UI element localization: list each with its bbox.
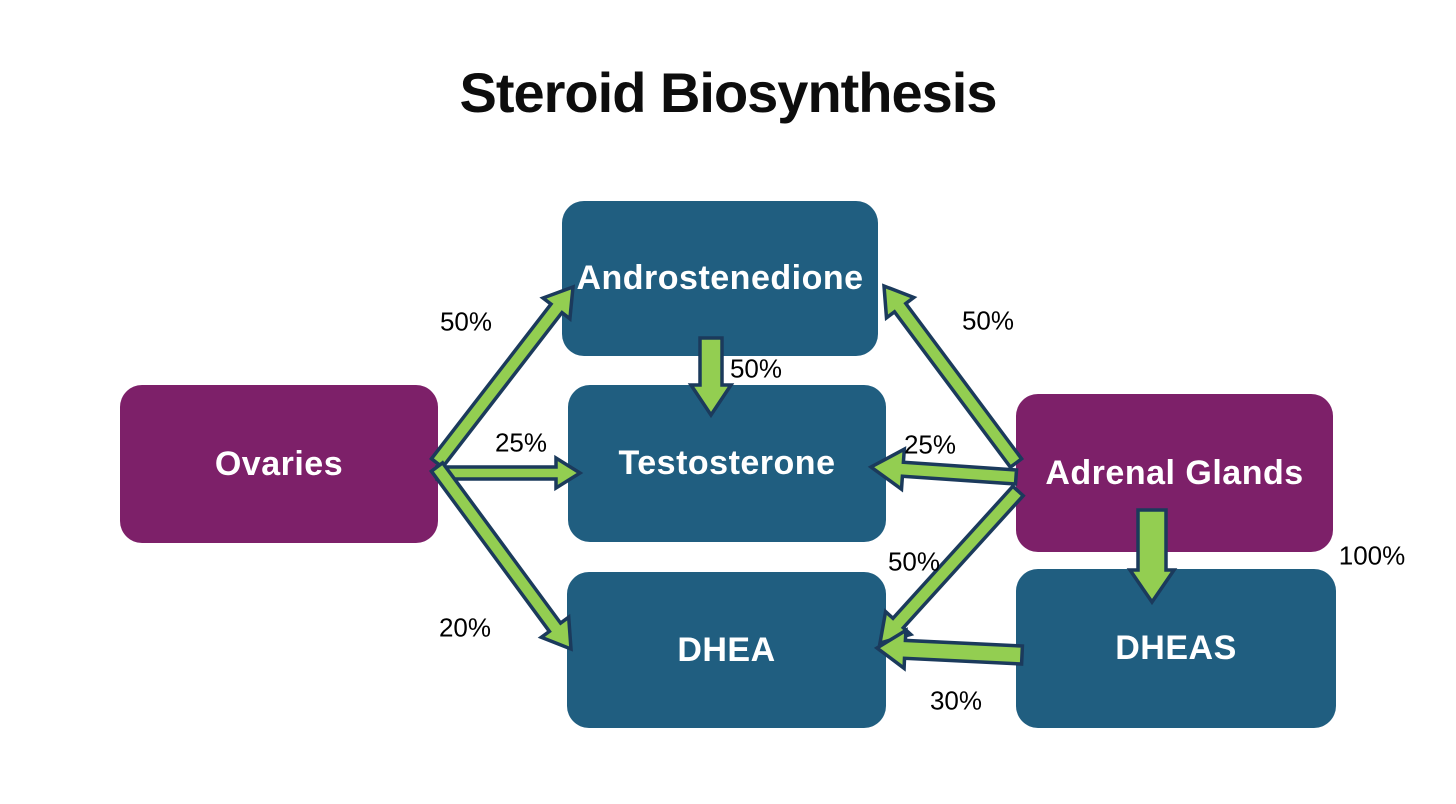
node-adrenal-glands-label: Adrenal Glands (1045, 453, 1304, 492)
label-ovaries-to-dhea: 20% (438, 612, 492, 643)
node-androstenedione: Androstenedione (562, 201, 878, 356)
arrow-dheas-to-dhea (873, 627, 1025, 672)
arrow-ovaries-to-testosterone (435, 454, 584, 492)
node-androstenedione-label: Androstenedione (576, 259, 864, 297)
node-ovaries-label: Ovaries (214, 444, 344, 483)
node-testosterone-label: Testosterone (618, 444, 836, 482)
diagram-title: Steroid Biosynthesis (459, 61, 997, 124)
label-ovaries-to-testosterone: 25% (494, 427, 548, 458)
node-testosterone: Testosterone (568, 385, 886, 542)
label-adrenal-to-testosterone: 25% (903, 429, 957, 460)
label-androstenedione-to-testosterone: 50% (729, 353, 783, 384)
label-adrenal-to-dhea: 50% (887, 546, 941, 577)
node-dheas: DHEAS (1016, 569, 1336, 728)
label-dheas-to-dhea: 30% (929, 685, 983, 716)
label-ovaries-to-androstenedione: 50% (439, 306, 493, 337)
node-dheas-label: DHEAS (1115, 629, 1237, 667)
node-dhea: DHEA (567, 572, 886, 728)
node-ovaries: Ovaries (120, 385, 438, 543)
node-adrenal-glands: Adrenal Glands (1016, 394, 1333, 552)
label-adrenal-to-androstenedione: 50% (961, 305, 1015, 336)
label-adrenal-to-dheas: 100% (1338, 540, 1406, 571)
node-dhea-label: DHEA (677, 630, 776, 669)
